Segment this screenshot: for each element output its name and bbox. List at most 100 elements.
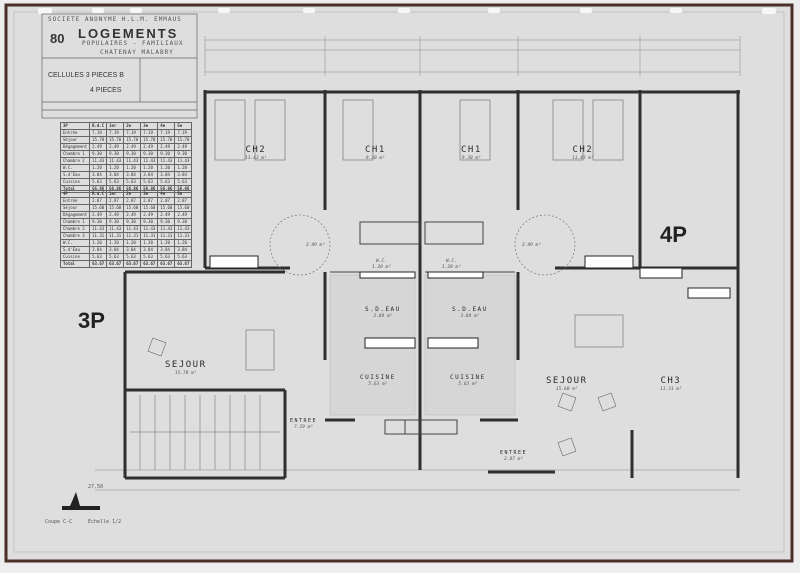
schedule-cell: 11.31 [157, 232, 176, 240]
schedule-cell: 3.84 [174, 171, 193, 179]
schedule-cell: 63.67 [106, 260, 125, 268]
schedule-cell: 5e [174, 122, 193, 130]
schedule-cell: 5.63 [123, 178, 142, 186]
schedule-cell: 4P [59, 190, 91, 198]
title-block-frame [41, 13, 198, 119]
schedule-cell: W.C. [59, 239, 91, 247]
schedule-cell: 2.49 [174, 143, 193, 151]
schedule-cell: 9.30 [140, 218, 159, 226]
schedule-cell: 11.43 [123, 225, 142, 233]
schedule-cell: 3.84 [157, 246, 176, 254]
schedule-cell: 2.49 [89, 143, 108, 151]
schedule-cell: 2.49 [106, 143, 125, 151]
schedule-cell: 2.49 [174, 211, 193, 219]
schedule-cell: 5.63 [123, 253, 142, 261]
schedule-cell: 15.78 [157, 136, 176, 144]
schedule-cell: 9.30 [89, 218, 108, 226]
schedule-cell: 2e [123, 122, 142, 130]
schedule-cell: 3P [59, 122, 91, 130]
schedule-cell: 3.84 [106, 246, 125, 254]
schedule-cell: 15.60 [140, 204, 159, 212]
schedule-cell: Dégagement [59, 143, 91, 151]
schedule-cell: 4e [157, 122, 176, 130]
room-wc-left: W.C.1.20 m² [372, 259, 391, 270]
furniture [147, 99, 624, 457]
schedule-cell: 11.31 [174, 232, 193, 240]
schedule-cell: 2.87 [140, 197, 159, 205]
schedule-cell: 11.43 [157, 225, 176, 233]
schedule-cell: 11.43 [89, 157, 108, 165]
schedule-cell: 2.87 [106, 197, 125, 205]
schedule-cell: 3.84 [89, 246, 108, 254]
schedule-cell: 15.78 [140, 136, 159, 144]
walls [123, 90, 740, 480]
schedule-cell: 9.30 [174, 150, 193, 158]
schedule-cell: Total [59, 260, 91, 268]
schedule-cell: 3.84 [89, 171, 108, 179]
schedule-cell: 63.67 [123, 260, 142, 268]
level-note: 27.50 [88, 484, 104, 490]
section-marker [62, 492, 100, 510]
schedule-cell: R.d.C [89, 190, 108, 198]
schedule-cell: W.C. [59, 164, 91, 172]
dimension-lines [95, 36, 741, 491]
schedule-cell: 9.30 [123, 218, 142, 226]
schedule-cell: Chambre 3 [59, 232, 91, 240]
schedule-cell: 11.43 [140, 225, 159, 233]
schedule-cell: 63.67 [174, 260, 193, 268]
schedule-cell: 5.63 [140, 253, 159, 261]
schedule-cell: 7.19 [174, 129, 193, 137]
tape-marks [38, 8, 776, 14]
schedule-cell: 2.49 [106, 211, 125, 219]
schedule-cell: 2.49 [123, 211, 142, 219]
schedule-cell: 1.20 [140, 239, 159, 247]
schedule-cell: 7.19 [89, 129, 108, 137]
schedule-cell: 11.31 [140, 232, 159, 240]
schedule-cell: 2.87 [157, 197, 176, 205]
schedule-cell: 9.30 [123, 150, 142, 158]
schedule-cell: Entrée [59, 197, 91, 205]
schedule-cell: 2.49 [140, 143, 159, 151]
schedule-cell: 9.30 [140, 150, 159, 158]
schedule-cell: 1.20 [123, 164, 142, 172]
schedule-cell: 1.20 [89, 164, 108, 172]
schedule-cell: 9.30 [89, 150, 108, 158]
schedule-cell: 11.43 [106, 225, 125, 233]
schedule-cell: 15.60 [174, 204, 193, 212]
company-name: SOCIETE ANONYME H.L.M. EMMAUS [48, 16, 182, 23]
unit-label-3p: 3P [78, 308, 105, 333]
schedule-cell: 9.30 [157, 150, 176, 158]
schedule-cell: 3.84 [140, 171, 159, 179]
schedule-cell: 3.84 [106, 171, 125, 179]
section-note: Coupe C-C [45, 519, 73, 525]
schedule-cell: Dégagement [59, 211, 91, 219]
room-wc-right: W.C.1.20 m² [442, 259, 461, 270]
schedule-cell: 5.63 [106, 178, 125, 186]
schedule-cell: 5.63 [89, 253, 108, 261]
schedule-cell: S.d'Eau [59, 171, 91, 179]
schedule-cell: 3e [140, 122, 159, 130]
drawing-title: LOGEMENTS [78, 26, 179, 41]
schedule-cell: 11.43 [106, 157, 125, 165]
schedule-cell: 2.49 [157, 143, 176, 151]
schedule-cell: R.d.C [89, 122, 108, 130]
